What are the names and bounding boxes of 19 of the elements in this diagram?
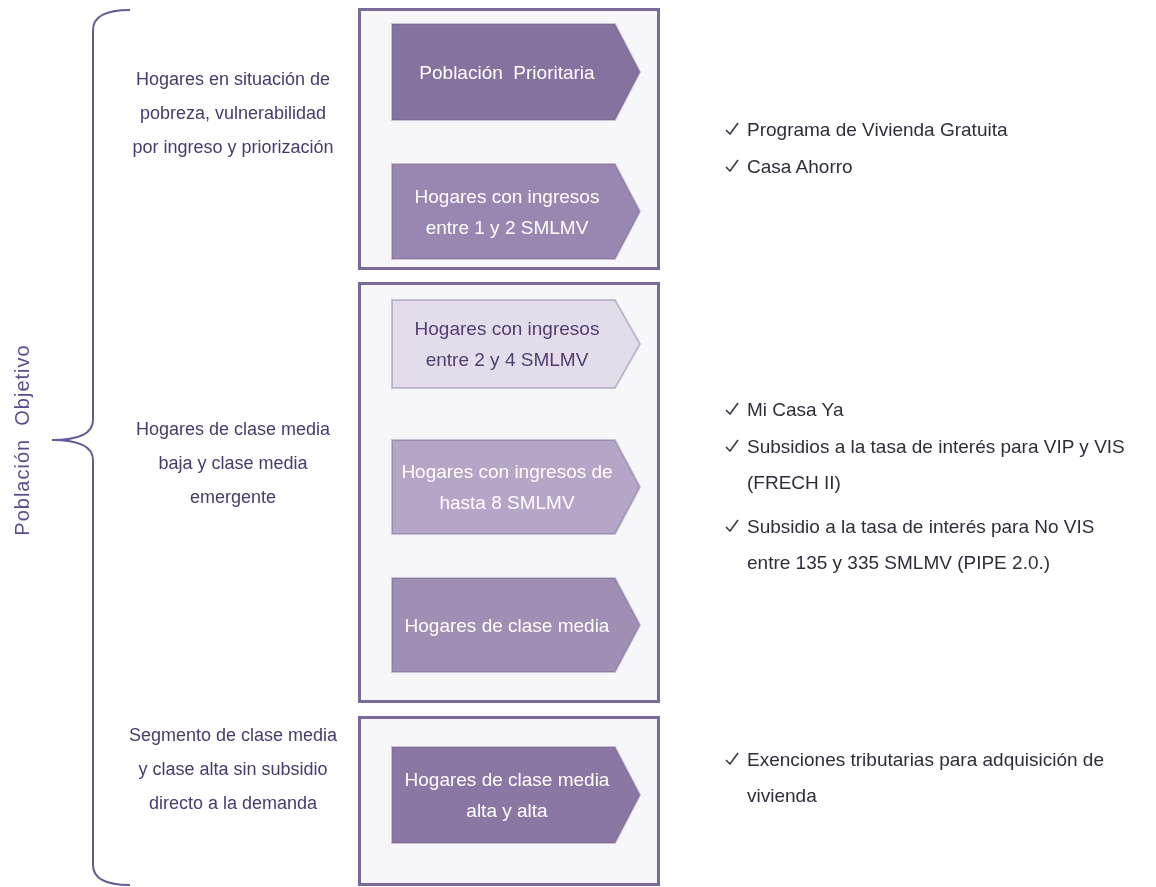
program-item: Mi Casa Ya xyxy=(747,398,844,422)
chevron-box: Hogares de clase media alta y alta xyxy=(391,746,641,844)
vertical-label: Población Objetivo xyxy=(10,344,34,536)
chevron-box: Hogares con ingresos entre 1 y 2 SMLMV xyxy=(391,163,641,260)
population-description: Hogares de clase media baja y clase media emergente xyxy=(134,418,332,509)
chevron-box: Hogares de clase media xyxy=(391,577,641,673)
group-panel xyxy=(358,716,660,886)
program-item: Casa Ahorro xyxy=(747,155,853,179)
group-panel xyxy=(358,282,660,703)
program-item: Exenciones tributarias para adquisición de vivienda xyxy=(747,748,1105,808)
program-item: Subsidio a la tasa de interés para No VIS entre 135 y 335 SMLMV (PIPE 2.0.) xyxy=(747,515,1096,575)
chevron-box: Hogares con ingresos entre 2 y 4 SMLMV xyxy=(391,299,641,389)
group-panel xyxy=(358,8,660,270)
program-item: Programa de Vivienda Gratuita xyxy=(747,118,1008,142)
population-description: Hogares en situación de pobreza, vulnerabilidad por ingreso y priorización xyxy=(131,68,335,159)
chevron-box: Población Prioritaria xyxy=(391,23,641,121)
chevron-box: Hogares con ingresos de hasta 8 SMLMV xyxy=(391,439,641,535)
population-description: Segmento de clase media y clase alta sin subsidio directo a la demanda xyxy=(128,724,338,815)
program-item: Subsidios a la tasa de interés para VIP y VIS (FRECH II) xyxy=(747,435,1125,495)
